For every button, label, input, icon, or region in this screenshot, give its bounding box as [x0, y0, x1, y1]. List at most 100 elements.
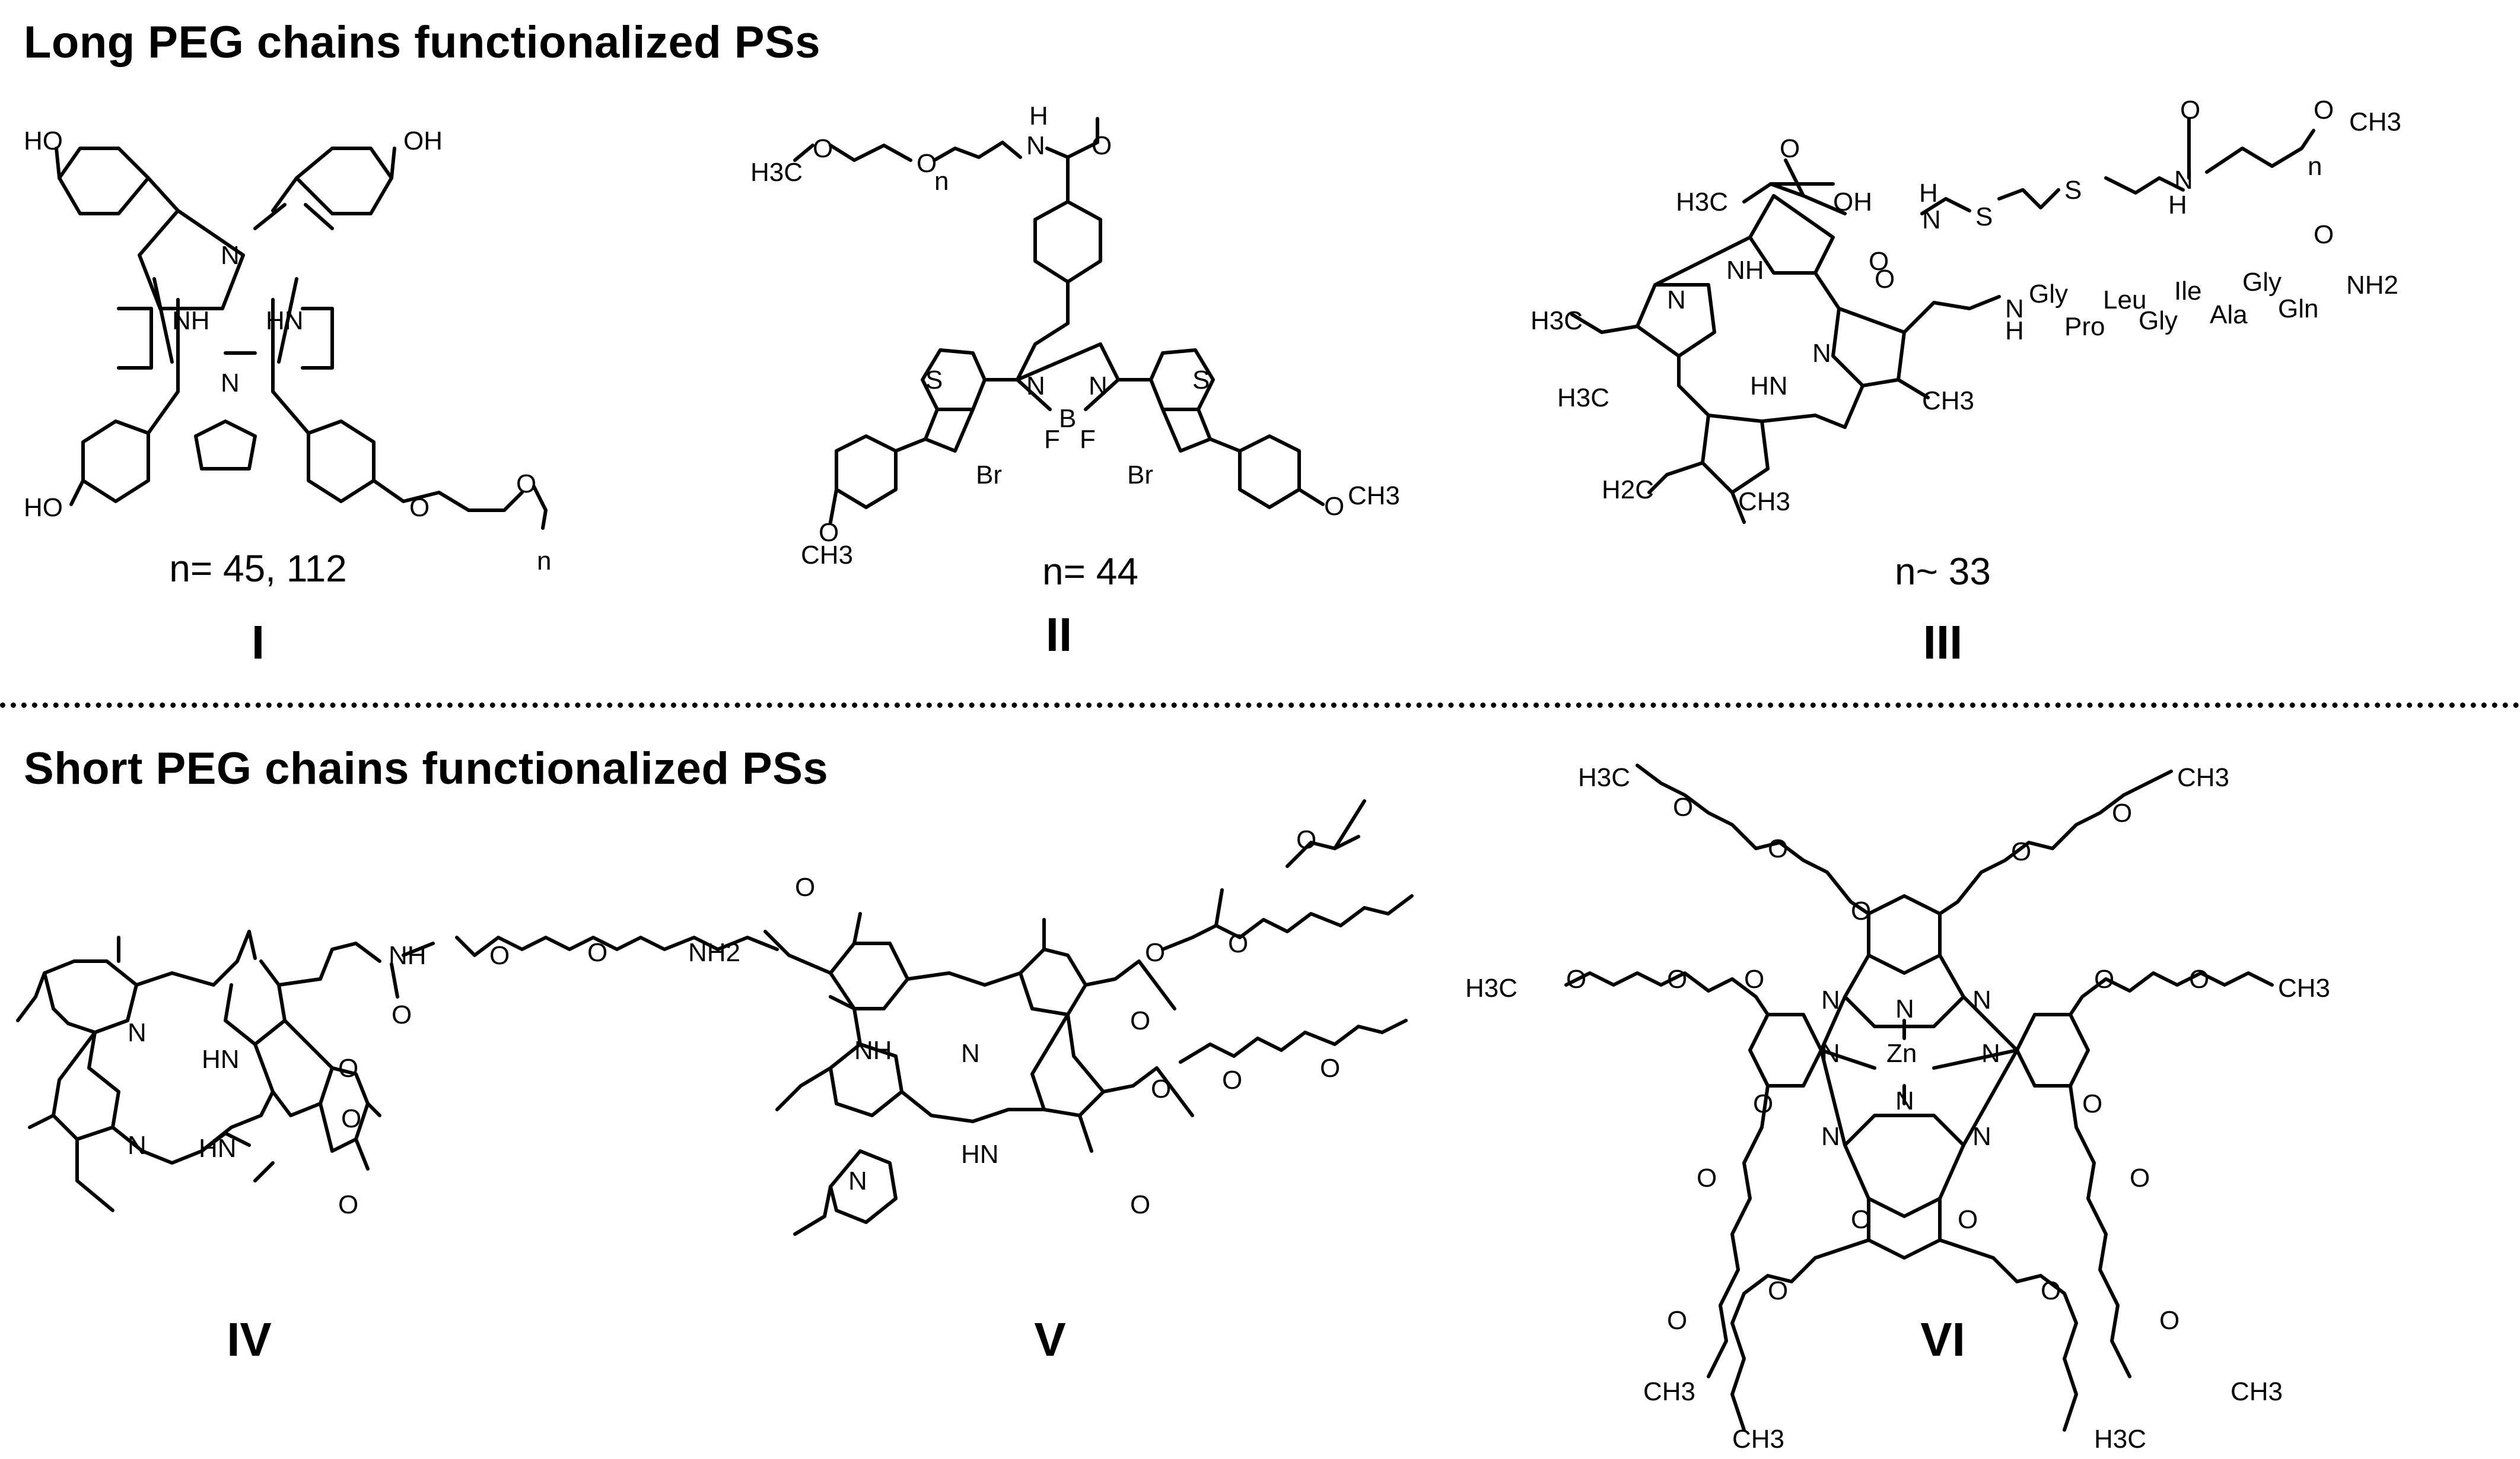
- c1-atom: HO: [24, 493, 63, 522]
- c3-atom: O: [1869, 247, 1889, 276]
- c5-atom: N: [961, 1039, 980, 1068]
- c1-atom: HN: [266, 306, 304, 335]
- c6-atom: O: [1851, 897, 1871, 926]
- c6-atom: O: [2094, 965, 2114, 994]
- c2-atom: Br: [1127, 460, 1153, 489]
- c2-atom: O: [917, 149, 937, 178]
- c3-atom: CH3: [2349, 107, 2401, 136]
- c5-atom: O: [1320, 1054, 1340, 1083]
- c3-atom: Gly: [2242, 268, 2282, 297]
- c3-atom: N: [1812, 339, 1831, 368]
- c4-atom: N: [128, 1131, 147, 1160]
- c2-atom: H: [1029, 101, 1048, 131]
- compound-ii-structure: [793, 117, 1325, 524]
- c2-atom: O: [1092, 131, 1112, 160]
- c6-atom: N: [1972, 1122, 1991, 1151]
- c6-atom: O: [2041, 1276, 2061, 1305]
- c2-atom: CH3: [1348, 481, 1400, 510]
- c3-atom: N: [1667, 285, 1686, 314]
- c6-atom: N: [1821, 1039, 1840, 1068]
- c6-atom: N: [1972, 986, 1991, 1015]
- c3-atom: H: [2168, 190, 2187, 220]
- c1-atom: O: [516, 469, 536, 498]
- c3-atom: H3C: [1531, 306, 1583, 335]
- c5-atom: O: [1228, 929, 1248, 958]
- c6-atom: N: [1821, 1122, 1840, 1151]
- c5-atom: O: [1296, 825, 1316, 854]
- c2-atom: O: [1324, 492, 1344, 521]
- c3-atom: n: [2308, 152, 2322, 181]
- c6-atom: H3C: [1578, 763, 1630, 792]
- c6-atom: N: [1895, 1086, 1914, 1115]
- c3-atom: H: [2005, 316, 2024, 345]
- c2-atom: N: [1089, 371, 1108, 400]
- c3-atom: O: [2314, 220, 2334, 249]
- c5-atom: O: [1145, 938, 1165, 967]
- c6-atom: O: [2112, 799, 2132, 828]
- c3-atom: O: [1780, 134, 1800, 163]
- c6-atom: O: [1667, 1306, 1687, 1335]
- c2-atom: N: [1026, 131, 1045, 160]
- c3-atom: NH: [1726, 256, 1764, 285]
- compound-iv-label: IV: [227, 1313, 272, 1366]
- c1-atom: N: [221, 241, 240, 270]
- c3-atom: Gln: [2278, 294, 2318, 323]
- c4-atom: NH2: [688, 938, 740, 967]
- c3-atom: Gly: [2029, 279, 2068, 309]
- c2-atom: F: [1044, 425, 1060, 454]
- c6-atom: O: [2082, 1089, 2102, 1118]
- c2-atom: H3C: [750, 158, 803, 187]
- c3-atom: O: [1875, 265, 1895, 294]
- c2-atom: n: [934, 167, 949, 196]
- c6-atom: H3C: [1465, 974, 1517, 1003]
- c6-atom: N: [1821, 986, 1840, 1015]
- c6-atom: O: [1673, 793, 1693, 822]
- c6-atom: O: [1768, 834, 1788, 863]
- c5-atom: O: [1130, 1190, 1150, 1219]
- compound-iv-structure: [16, 930, 779, 1212]
- c3-atom: O: [2314, 96, 2334, 125]
- compound-v-label: V: [1034, 1313, 1065, 1366]
- c6-atom: O: [2189, 965, 2209, 994]
- c6-atom: O: [1744, 965, 1764, 994]
- c6-atom: Zn: [1886, 1039, 1917, 1068]
- c5-atom: HN: [961, 1140, 999, 1169]
- c6-atom: CH3: [2177, 763, 2229, 792]
- compound-iii-n-value: n~ 33: [1895, 550, 1991, 593]
- c1-atom: O: [409, 493, 429, 522]
- c5-atom: O: [1222, 1066, 1242, 1095]
- heading-short-peg: Short PEG chains functionalized PSs: [24, 743, 829, 794]
- c4-atom: O: [587, 938, 607, 967]
- c6-atom: CH3: [2231, 1377, 2283, 1406]
- c4-atom: N: [128, 1018, 147, 1047]
- c3-atom: CH3: [1922, 386, 1974, 415]
- c6-atom: O: [1851, 1205, 1871, 1234]
- c5-atom: O: [1130, 1006, 1150, 1035]
- compound-ii-label: II: [1046, 608, 1072, 661]
- c4-atom: HN: [199, 1134, 237, 1163]
- c3-atom: H: [1919, 179, 1938, 208]
- c3-atom: S: [2064, 176, 2082, 205]
- c3-atom: Gly: [2139, 306, 2178, 335]
- c6-atom: O: [2159, 1306, 2179, 1335]
- c4-atom: O: [392, 1000, 412, 1029]
- c6-atom: CH3: [1732, 1425, 1784, 1454]
- c3-atom: H3C: [1676, 187, 1728, 217]
- c5-atom: NH: [854, 1036, 892, 1065]
- c6-atom: O: [1753, 1089, 1773, 1118]
- c3-atom: Ala: [2210, 300, 2248, 329]
- c3-atom: N: [1922, 205, 1941, 234]
- c3-atom: Ile: [2174, 276, 2201, 306]
- c3-atom: S: [1975, 202, 1993, 231]
- c1-atom: N: [221, 368, 240, 398]
- c6-atom: O: [1958, 1205, 1978, 1234]
- c4-atom: O: [338, 1054, 358, 1083]
- c3-atom: H2C: [1602, 475, 1654, 504]
- c1-atom: NH: [172, 306, 210, 335]
- compound-vi-label: VI: [1920, 1313, 1965, 1366]
- c6-atom: CH3: [1643, 1377, 1695, 1406]
- c2-atom: N: [1026, 371, 1045, 400]
- c1-atom: n: [537, 546, 551, 576]
- c2-atom: F: [1080, 425, 1096, 454]
